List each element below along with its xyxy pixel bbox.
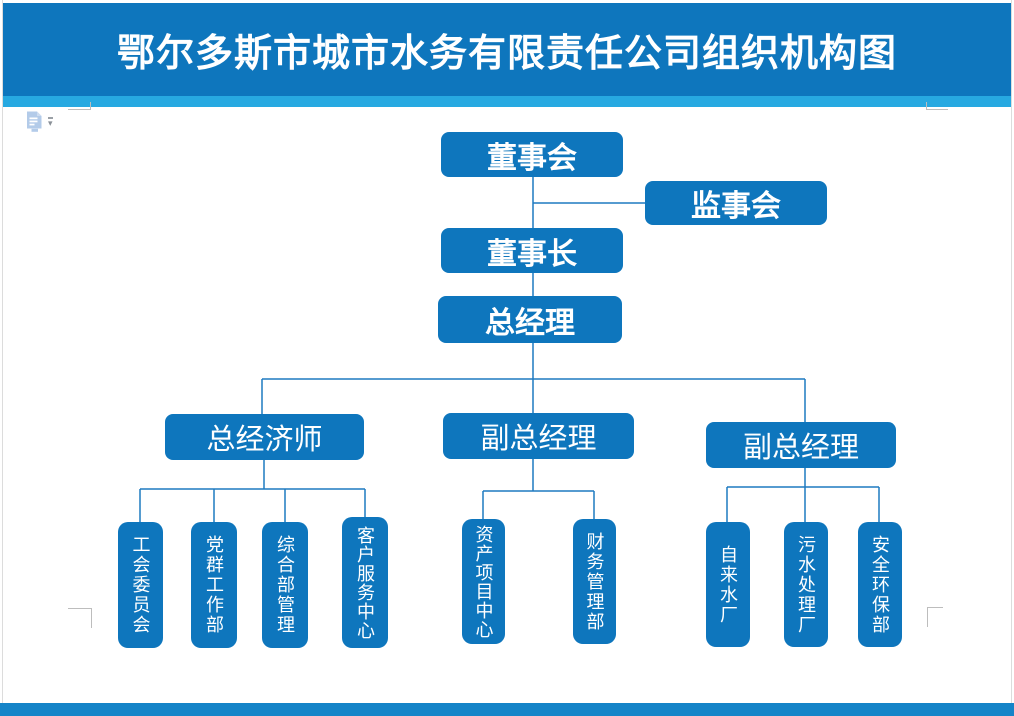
node-supervisory-board[interactable]: 监事会: [645, 181, 827, 225]
footer-band: [0, 703, 1014, 716]
margin-mark-bottom-left: [68, 608, 92, 628]
header-accent-strip: [3, 96, 1011, 107]
node-chairman[interactable]: 董事长: [441, 228, 623, 273]
node-board-of-directors[interactable]: 董事会: [441, 132, 623, 177]
page-edge-left: [2, 0, 3, 716]
node-dept-customer-service-center[interactable]: 客户服务中心: [342, 517, 388, 648]
margin-mark-top-left: [68, 102, 91, 110]
margin-mark-top-right: [926, 102, 948, 110]
node-general-manager[interactable]: 总经理: [438, 296, 622, 343]
page-edge-right: [1011, 0, 1012, 716]
node-dept-tap-water-plant[interactable]: 自来水厂: [706, 522, 750, 647]
node-dept-party-work[interactable]: 党群工作部: [191, 522, 237, 648]
node-dept-asset-project-center[interactable]: 资产项目中心: [462, 519, 505, 644]
node-chief-economist[interactable]: 总经济师: [165, 414, 364, 460]
node-dept-sewage-treatment-plant[interactable]: 污水处理厂: [784, 522, 828, 647]
node-dept-union-committee[interactable]: 工会委员会: [118, 522, 163, 648]
paste-options-button[interactable]: ▾: [26, 109, 60, 133]
node-deputy-general-manager-2[interactable]: 副总经理: [706, 422, 896, 468]
node-dept-general-admin[interactable]: 综合部管理: [262, 522, 308, 648]
node-dept-finance[interactable]: 财务管理部: [573, 519, 616, 644]
chevron-down-icon[interactable]: ▾: [48, 116, 53, 128]
clipboard-paste-icon: [27, 111, 42, 132]
margin-mark-bottom-right: [927, 607, 943, 627]
node-deputy-general-manager-1[interactable]: 副总经理: [443, 413, 634, 459]
header-banner: 鄂尔多斯市城市水务有限责任公司组织机构图: [3, 3, 1011, 96]
page-title: 鄂尔多斯市城市水务有限责任公司组织机构图: [116, 33, 897, 75]
node-dept-safety-environment[interactable]: 安全环保部: [858, 522, 902, 647]
